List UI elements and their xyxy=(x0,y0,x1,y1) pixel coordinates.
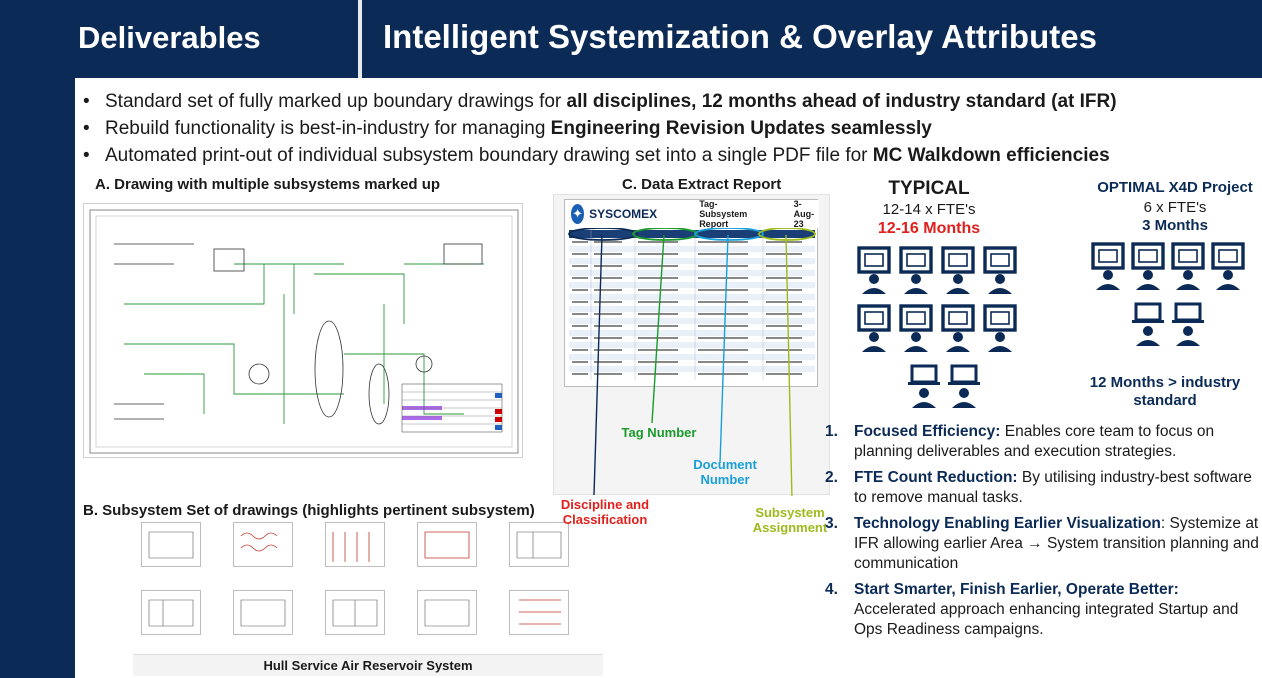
subsystem-thumbnail xyxy=(325,522,385,567)
benefit-heading: Technology Enabling Earlier Visualizatio… xyxy=(854,515,1161,532)
header-divider xyxy=(358,0,362,78)
subsystem-thumbnail xyxy=(509,522,569,567)
bullet-emphasis: Engineering Revision Updates seamlessly xyxy=(550,118,932,139)
benefit-item: 2. FTE Count Reduction: By utilising indu… xyxy=(825,468,1262,508)
callout-tag-number: Tag Number xyxy=(621,425,697,440)
subsystem-thumbnail xyxy=(417,522,477,567)
subsystem-thumbnail xyxy=(233,522,293,567)
content-area: •Standard set of fully marked up boundar… xyxy=(75,78,1262,678)
bullet-text: Automated print-out of individual subsys… xyxy=(105,145,873,166)
report-table xyxy=(568,228,816,380)
benefit-number: 4. xyxy=(825,581,838,598)
benefit-text: By utilising industry-best software to r… xyxy=(854,469,1252,506)
benefit-heading: FTE Count Reduction: xyxy=(854,469,1018,486)
report-header: ✦ SYSCOMEX Tag-Subsystem Report 3-Aug-23 xyxy=(565,199,819,229)
report-sheet: ✦ SYSCOMEX Tag-Subsystem Report 3-Aug-23 xyxy=(564,199,819,387)
drawing-a-panel xyxy=(83,203,523,458)
bullet-emphasis: MC Walkdown efficiencies xyxy=(872,145,1110,166)
benefit-heading: Focused Efficiency: xyxy=(854,423,1001,440)
subsystem-thumbnail xyxy=(233,590,293,635)
section-c-title: C. Data Extract Report xyxy=(622,176,782,193)
header-right-panel xyxy=(360,0,1262,78)
bullet-item: •Automated print-out of individual subsy… xyxy=(83,145,1110,166)
callout-lines xyxy=(593,234,793,496)
bullet-item: •Rebuild functionality is best-in-indust… xyxy=(83,118,932,139)
subsystem-thumbnail xyxy=(509,590,569,635)
left-accent-bar xyxy=(0,0,75,678)
callout-discipline: Discipline and Classification xyxy=(560,497,650,527)
optimal-workers xyxy=(1091,242,1245,348)
header-left-panel xyxy=(0,0,360,78)
typical-title: TYPICAL xyxy=(888,178,970,199)
bullet-emphasis: all disciplines, 12 months ahead of indu… xyxy=(566,91,1117,112)
report-brand: SYSCOMEX xyxy=(589,207,658,221)
brand-logo-icon: ✦ xyxy=(571,204,585,224)
optimal-title: OPTIMAL X4D Project xyxy=(1097,179,1253,196)
bullet-text: Rebuild functionality is best-in-industr… xyxy=(105,118,551,139)
benefit-item: 1. Focused Efficiency: Enables core team … xyxy=(825,422,1262,462)
subsystem-caption: Hull Service Air Reservoir System xyxy=(133,654,603,676)
report-date: 3-Aug-23 xyxy=(793,199,815,229)
typical-fte: 12-14 x FTE's xyxy=(882,201,976,218)
subsystem-thumbnail xyxy=(417,590,477,635)
report-title: Tag-Subsystem Report xyxy=(699,199,748,229)
slide-title: Intelligent Systemization & Overlay Attr… xyxy=(383,18,1097,55)
subsystem-thumbnail xyxy=(141,522,201,567)
typical-workers xyxy=(857,246,1017,410)
benefit-heading: Start Smarter, Finish Earlier, Operate B… xyxy=(854,581,1179,598)
section-b-title: B. Subsystem Set of drawings (highlights… xyxy=(83,502,535,519)
optimal-duration: 3 Months xyxy=(1142,217,1208,234)
subsystem-thumbnail xyxy=(141,590,201,635)
benefit-item: 4. Start Smarter, Finish Earlier, Operate… xyxy=(825,580,1262,640)
subsystem-set-panel: Hull Service Air Reservoir System xyxy=(133,518,603,678)
section-title-deliverables: Deliverables xyxy=(78,20,261,55)
benefit-text: Enables core team to focus on planning d… xyxy=(854,423,1215,460)
typical-duration: 12-16 Months xyxy=(877,220,981,237)
callout-document-number: Document Number xyxy=(693,457,757,487)
callout-subsystem: Subsystem Assignment xyxy=(752,505,828,535)
benefits-list: 1. Focused Efficiency: Enables core team … xyxy=(825,422,1262,646)
benefit-number: 3. xyxy=(825,515,838,532)
data-extract-panel: ✦ SYSCOMEX Tag-Subsystem Report 3-Aug-23 xyxy=(553,194,830,535)
optimal-fte: 6 x FTE's xyxy=(1143,199,1207,216)
pid-drawing-illustration xyxy=(89,209,519,454)
benefit-text: : Systemize at IFR allowing earlier Area… xyxy=(854,515,1259,572)
bullet-text: Standard set of fully marked up boundary… xyxy=(105,91,567,112)
optimal-note: 12 Months > industry standard xyxy=(1089,374,1241,409)
benefit-number: 2. xyxy=(825,469,838,486)
thumbnail-linework xyxy=(148,531,562,627)
benefit-text: Accelerated approach enhancing integrate… xyxy=(854,601,1239,638)
benefit-item: 3. Technology Enabling Earlier Visualizat… xyxy=(825,514,1262,574)
bullet-list: •Standard set of fully marked up boundar… xyxy=(83,88,1262,169)
bullet-item: •Standard set of fully marked up boundar… xyxy=(83,91,1117,112)
section-a-title: A. Drawing with multiple subsystems mark… xyxy=(95,176,441,193)
benefit-number: 1. xyxy=(825,423,838,440)
